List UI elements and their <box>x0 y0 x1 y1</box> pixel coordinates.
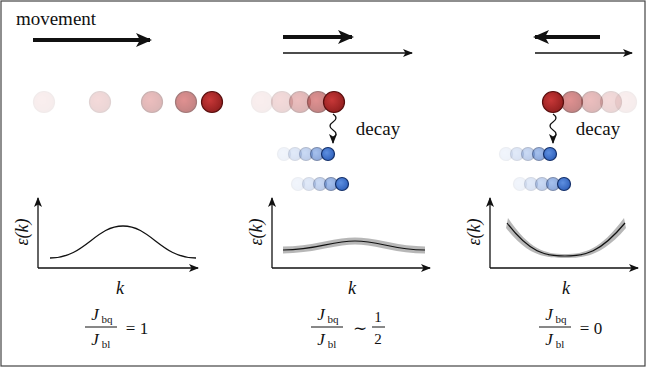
ratio-label: J <box>317 331 325 348</box>
ratio-label: bl <box>556 339 565 350</box>
particle <box>324 92 345 113</box>
ratio-label: bq <box>556 314 567 325</box>
particle <box>562 92 583 113</box>
ratio-label: bl <box>328 339 337 350</box>
ratio-label: bq <box>328 314 339 325</box>
decay-arrow <box>330 114 336 143</box>
particle <box>322 148 335 161</box>
reference-arrow <box>535 52 632 53</box>
particle-trails <box>34 92 637 191</box>
ratio-label: bl <box>102 339 111 350</box>
dispersion-curve <box>283 241 425 250</box>
fraction-bar <box>85 327 571 328</box>
particle <box>252 92 273 113</box>
particle <box>202 92 223 113</box>
uncertainty-band <box>506 218 626 258</box>
arrow-label: movement <box>16 9 96 28</box>
particle <box>544 148 557 161</box>
ratio-label: J <box>317 306 325 323</box>
reference-arrow <box>283 52 412 53</box>
process-label: decay <box>356 119 400 138</box>
particle <box>90 92 111 113</box>
particle <box>34 92 55 113</box>
velocity-arrow <box>283 35 352 39</box>
particle <box>176 92 197 113</box>
axis-label: k <box>348 279 356 297</box>
velocity-arrow <box>535 35 600 39</box>
ratio-label: 1 <box>374 310 382 325</box>
particle <box>582 92 603 113</box>
decay-arrow <box>550 114 556 143</box>
axis-label: ε(k) <box>247 218 265 245</box>
ratio-label: 2 <box>374 332 382 347</box>
axis-label: k <box>116 279 124 297</box>
axis-label: ε(k) <box>13 218 31 245</box>
ratio-label: ∼ <box>353 320 367 337</box>
uncertainty-band <box>283 241 425 250</box>
particle <box>558 178 571 191</box>
dispersion-curve <box>50 226 196 258</box>
ratio-label: J <box>545 306 553 323</box>
plot-axes <box>38 198 638 268</box>
particle <box>543 92 564 113</box>
process-label: decay <box>576 119 620 138</box>
ratio-label: J <box>91 306 99 323</box>
ratio-label: J <box>545 331 553 348</box>
ratio-label: J <box>91 331 99 348</box>
particle <box>142 92 163 113</box>
axis-label: k <box>562 279 570 297</box>
ratio-label: = 1 <box>126 320 148 337</box>
ratio-label: = 0 <box>580 320 602 337</box>
axis-label: ε(k) <box>465 218 483 245</box>
movement-arrow <box>33 38 150 42</box>
particle <box>601 92 622 113</box>
ratio-label: bq <box>102 314 113 325</box>
dispersion-curve <box>507 223 625 256</box>
particle <box>336 178 349 191</box>
